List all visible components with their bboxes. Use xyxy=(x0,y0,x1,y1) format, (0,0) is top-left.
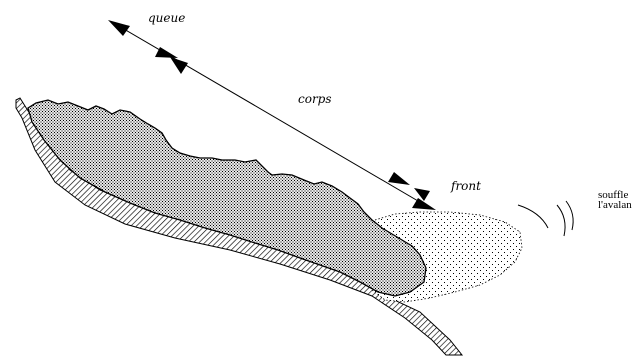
front-label: front xyxy=(450,179,481,193)
queue-start-arrowhead xyxy=(108,20,130,36)
souffle-arc-1 xyxy=(518,205,548,228)
souffle-arc-3 xyxy=(566,201,573,230)
corps-end-arrowhead xyxy=(388,172,410,185)
queue-label: queue xyxy=(148,11,185,25)
corps-start-arrowhead xyxy=(170,57,188,74)
front-start-arrowhead xyxy=(414,188,430,201)
souffle-arc-2 xyxy=(557,205,565,236)
corps-label: corps xyxy=(298,92,332,106)
souffle-label-line2: l'avalan xyxy=(598,199,632,211)
